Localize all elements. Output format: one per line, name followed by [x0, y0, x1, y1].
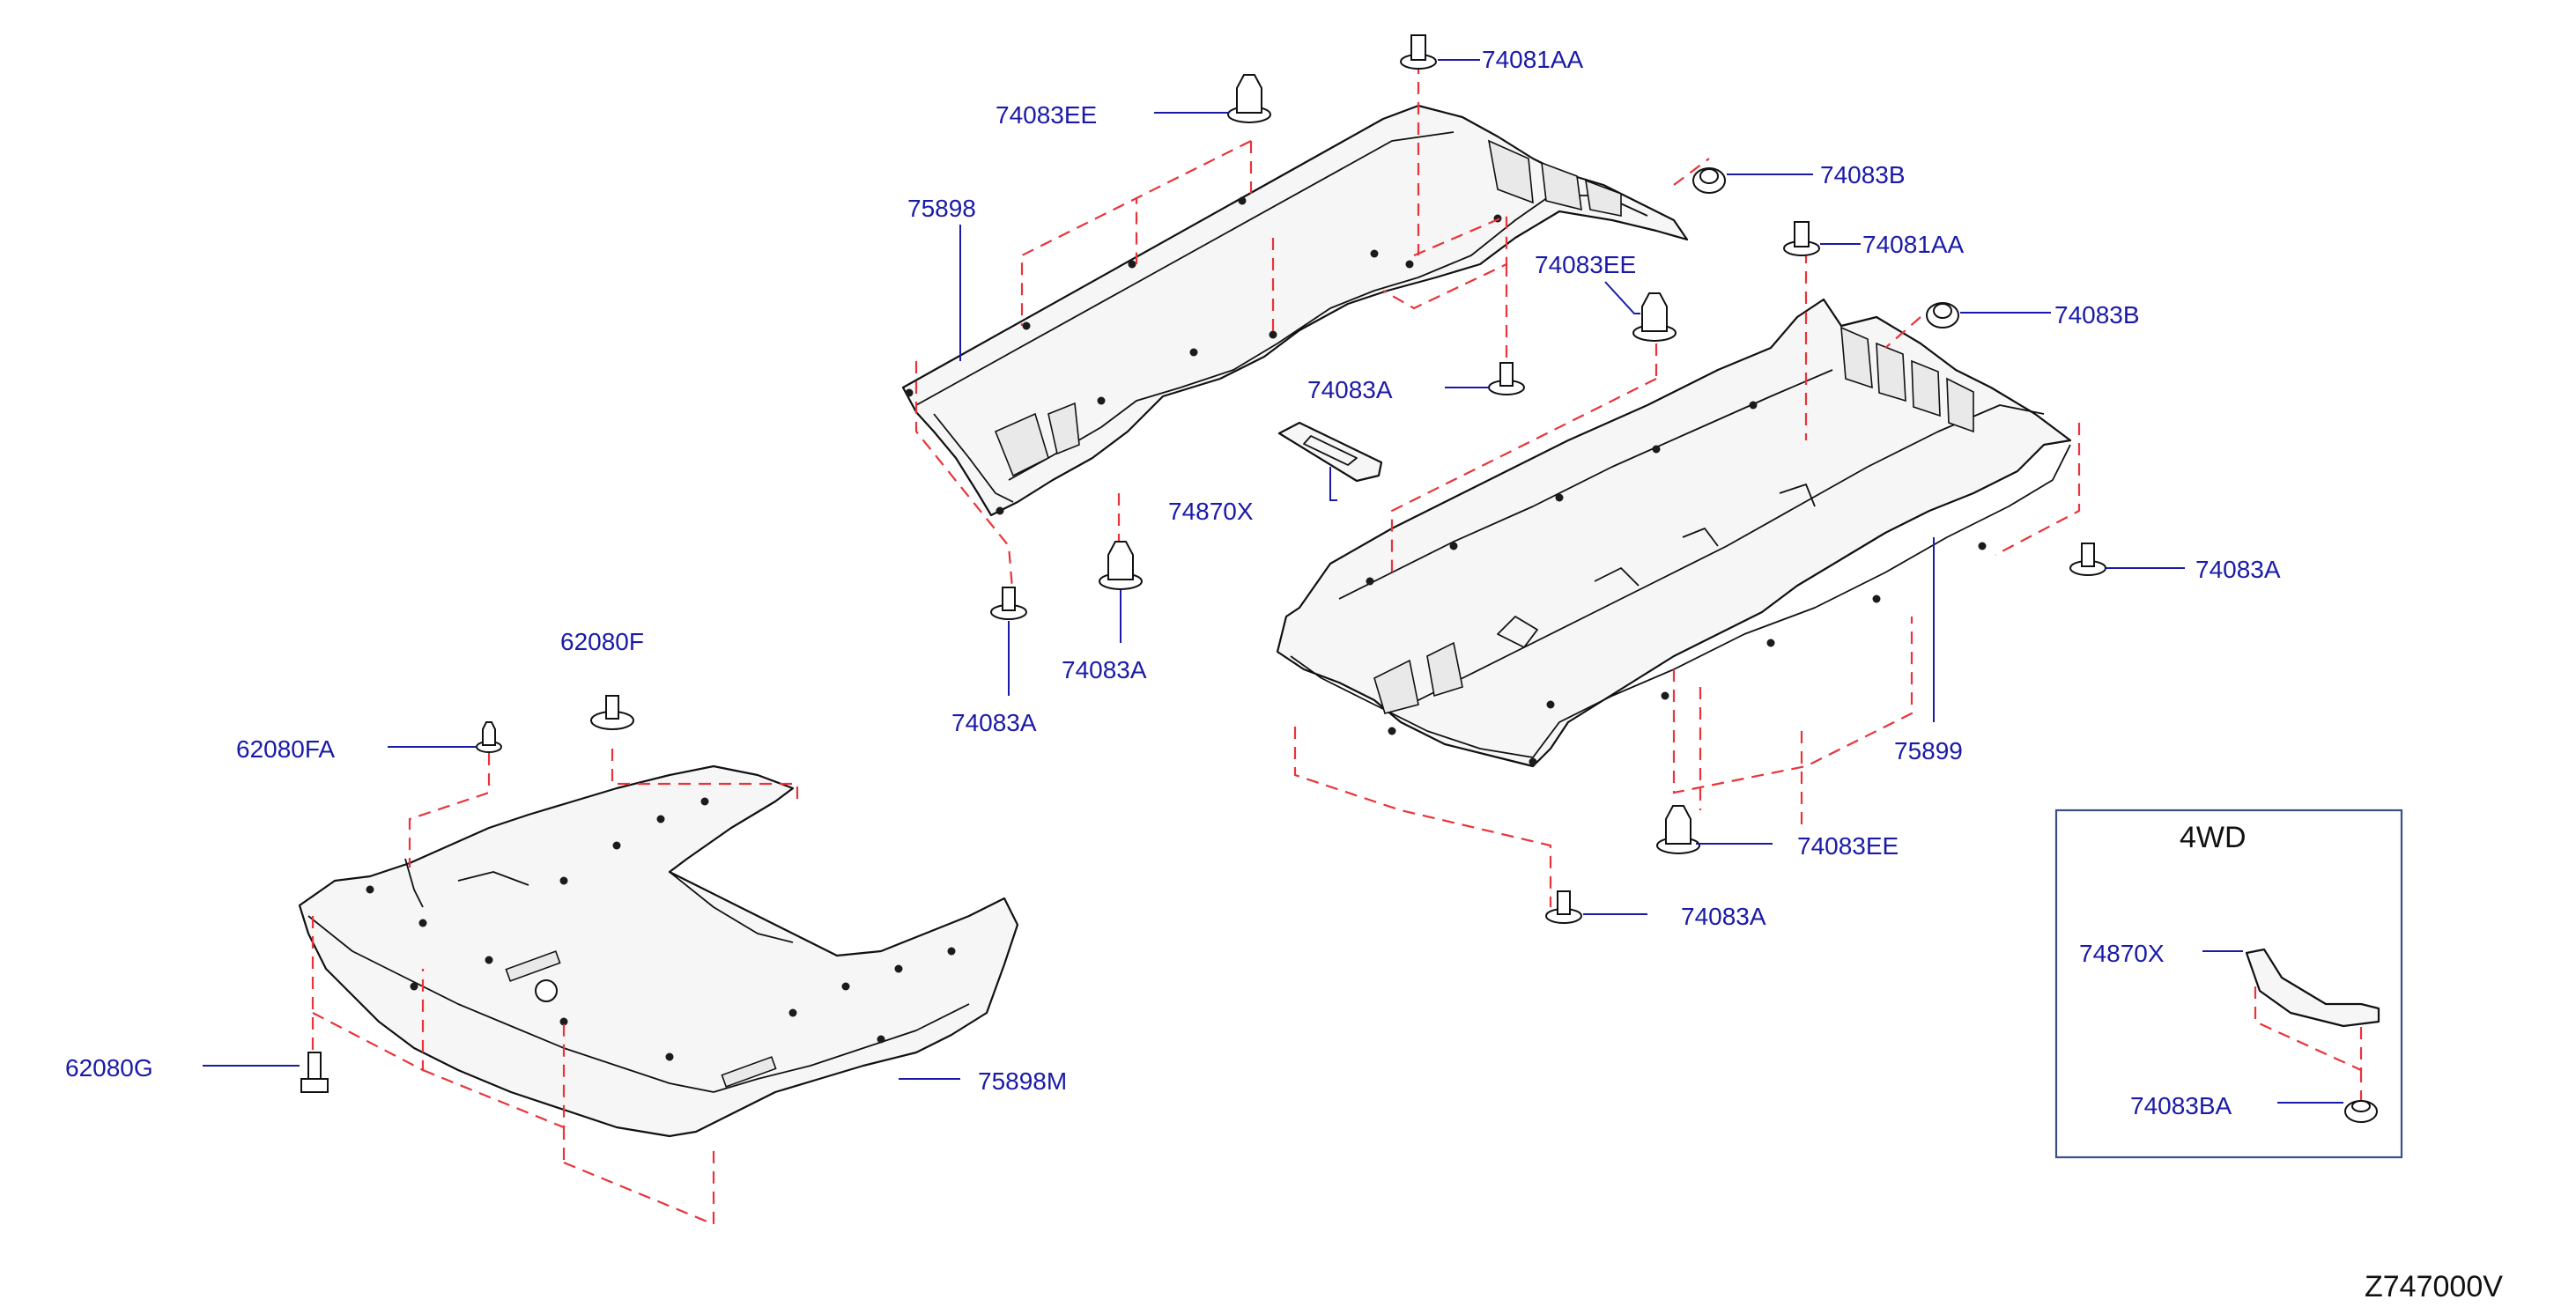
clip-74083EE-low: [1656, 805, 1700, 854]
clip-74081AA-right: [1783, 221, 1820, 256]
label-74083A-center: 74083A: [1062, 656, 1147, 683]
clip-62080FA: [476, 721, 502, 753]
bracket-74870X-4wd: [2245, 948, 2380, 1028]
label-74081AA-top: 74081AA: [1482, 46, 1584, 73]
label-74081AA-right: 74081AA: [1862, 231, 1965, 258]
nut-74083B-right: [1926, 302, 1959, 329]
clip-74083A-low: [1545, 890, 1582, 924]
clip-74083A-far-right: [2069, 543, 2106, 576]
label-74870X-4wd: 74870X: [2079, 940, 2165, 967]
clip-74083EE-top: [1227, 74, 1271, 123]
assembly-dash-lines: [311, 62, 2363, 1226]
clip-62080F: [590, 695, 634, 730]
label-75899: 75899: [1894, 737, 1963, 764]
label-74083A-far-right: 74083A: [2195, 556, 2281, 583]
label-74083EE-mid: 74083EE: [1535, 251, 1636, 278]
fasteners: [300, 34, 2380, 1123]
4wd-detail-box: [2054, 809, 2403, 1159]
shield-75899: [1276, 298, 2072, 768]
4wd-box-title: 4WD: [2180, 821, 2247, 854]
bolt-62080G: [300, 1052, 329, 1093]
label-74083A-low: 74083A: [1681, 903, 1766, 930]
label-75898: 75898: [907, 195, 976, 222]
clip-74081AA-top: [1400, 34, 1437, 70]
clip-74083A-left: [990, 587, 1027, 620]
label-74083BA-4wd: 74083BA: [2130, 1092, 2232, 1119]
label-74870X: 74870X: [1168, 498, 1254, 525]
label-74083EE-top: 74083EE: [996, 101, 1097, 129]
label-74083B-right: 74083B: [2054, 301, 2140, 329]
part-labels: 74081AA 74083EE 75898 74083B 74081AA 740…: [65, 46, 2281, 1119]
label-75898M: 75898M: [978, 1067, 1067, 1095]
leader-lines: [203, 59, 2343, 1104]
clip-74083A-mid: [1488, 362, 1525, 395]
label-74083A-left: 74083A: [951, 709, 1037, 736]
label-74083A-mid: 74083A: [1307, 376, 1393, 403]
shield-75898M: [298, 764, 1019, 1138]
label-62080FA: 62080FA: [236, 735, 335, 763]
plate-74870X: [1277, 421, 1383, 483]
label-74083B-top: 74083B: [1820, 161, 1906, 188]
label-62080G: 62080G: [65, 1054, 153, 1082]
nut-74083B-top: [1692, 167, 1726, 194]
nut-74083BA-4wd: [2344, 1100, 2378, 1123]
shield-75898: [901, 104, 1689, 517]
clip-74083EE-mid: [1632, 292, 1677, 342]
label-62080F: 62080F: [560, 628, 644, 655]
clip-74083A-center: [1099, 541, 1143, 590]
label-74083EE-low: 74083EE: [1797, 832, 1899, 860]
diagram-id: Z747000V: [2365, 1270, 2503, 1303]
